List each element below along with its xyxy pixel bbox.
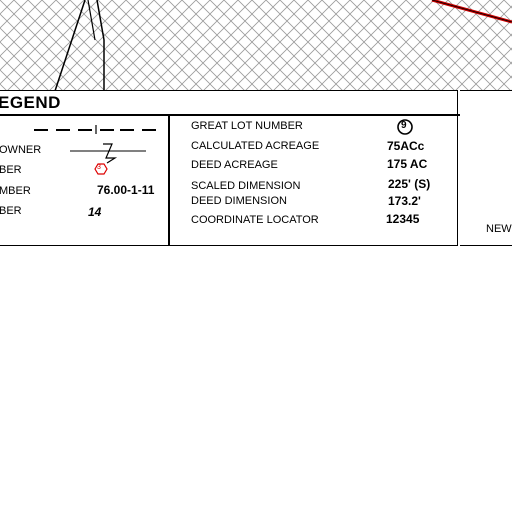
crosshatch-fill [0, 0, 512, 91]
coordinate-locator-value: 12345 [386, 212, 420, 226]
label-deed-dimension: DEED DIMENSION [191, 195, 287, 207]
tax-map-number-value: 76.00-1-11 [97, 183, 155, 197]
road-line-left [54, 0, 86, 91]
label-calculated-acreage: CALCULATED ACREAGE [191, 140, 320, 152]
label-deed-acreage: DEED ACREAGE [191, 159, 278, 171]
boundary-black-line [431, 0, 512, 23]
deed-acreage-value: 175 AC [387, 157, 428, 171]
great-lot-value: 9 [401, 120, 407, 131]
ownership-hook-symbol [70, 143, 146, 164]
legend-column-divider [168, 115, 170, 246]
hex-lot-symbol [94, 163, 108, 175]
label-scaled-dimension: SCALED DIMENSION [191, 180, 301, 192]
left-label-lot-number: BER [0, 164, 22, 176]
label-coordinate-locator: COORDINATE LOCATOR [191, 214, 319, 226]
left-label-owner: OWNER [0, 144, 42, 156]
road-line-inner [87, 0, 96, 41]
legend-title-rule [0, 114, 460, 116]
legend-box [0, 90, 458, 246]
scaled-dimension-value: 225' (S) [388, 177, 431, 191]
lot-number-sample: 14 [88, 205, 102, 219]
hex-symbol-number: 3 [97, 164, 101, 171]
side-panel-box [460, 90, 512, 246]
map-hatched-area [0, 0, 512, 91]
deed-dimension-value: 173.2' [388, 194, 421, 208]
side-panel-label: NEW [486, 223, 512, 235]
label-great-lot-number: GREAT LOT NUMBER [191, 120, 303, 132]
calculated-acreage-value: 75ACc [387, 139, 425, 153]
great-lot-circle [397, 119, 413, 135]
left-label-sub-lot-number: BER [0, 205, 22, 217]
road-line-right [96, 0, 105, 91]
legend-title: EGEND [0, 93, 61, 112]
left-label-tax-map-number: MBER [0, 185, 31, 197]
dashed-boundary-symbol [34, 125, 156, 134]
